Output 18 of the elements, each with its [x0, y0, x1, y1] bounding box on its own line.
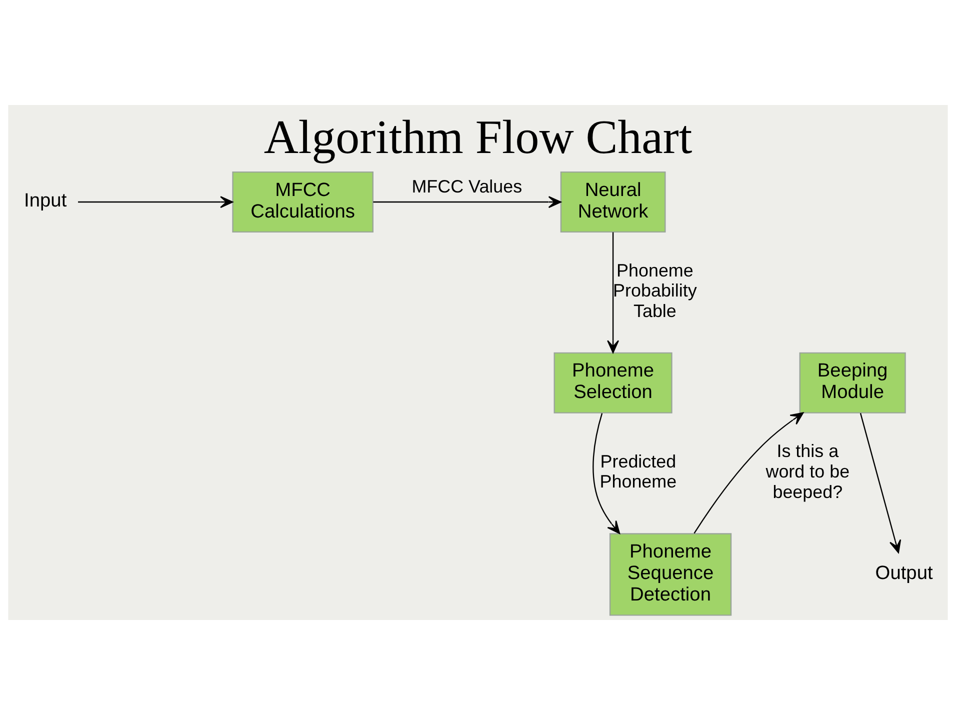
node-box: Phoneme Sequence Detection — [609, 532, 732, 616]
node-box: Beeping Module — [799, 352, 906, 413]
node-box: Phoneme Selection — [554, 352, 672, 413]
node-text: Input — [24, 190, 67, 212]
arrow — [694, 412, 804, 534]
arrow — [373, 196, 562, 208]
edge-label: MFCC Values — [412, 176, 522, 196]
node-text: Output — [875, 562, 933, 584]
arrow — [607, 232, 620, 353]
diagram-title: Algorithm Flow Chart — [264, 110, 692, 164]
node-box: MFCC Calculations — [232, 170, 374, 232]
edge-label: Predicted Phoneme — [600, 450, 677, 492]
edge-label: Phoneme Probability Table — [613, 260, 697, 320]
edge-label: Is this a word to be beeped? — [766, 440, 850, 502]
node-box: Neural Network — [560, 170, 666, 232]
arrow — [592, 412, 620, 534]
arrow — [78, 196, 234, 208]
arrow — [860, 412, 902, 553]
